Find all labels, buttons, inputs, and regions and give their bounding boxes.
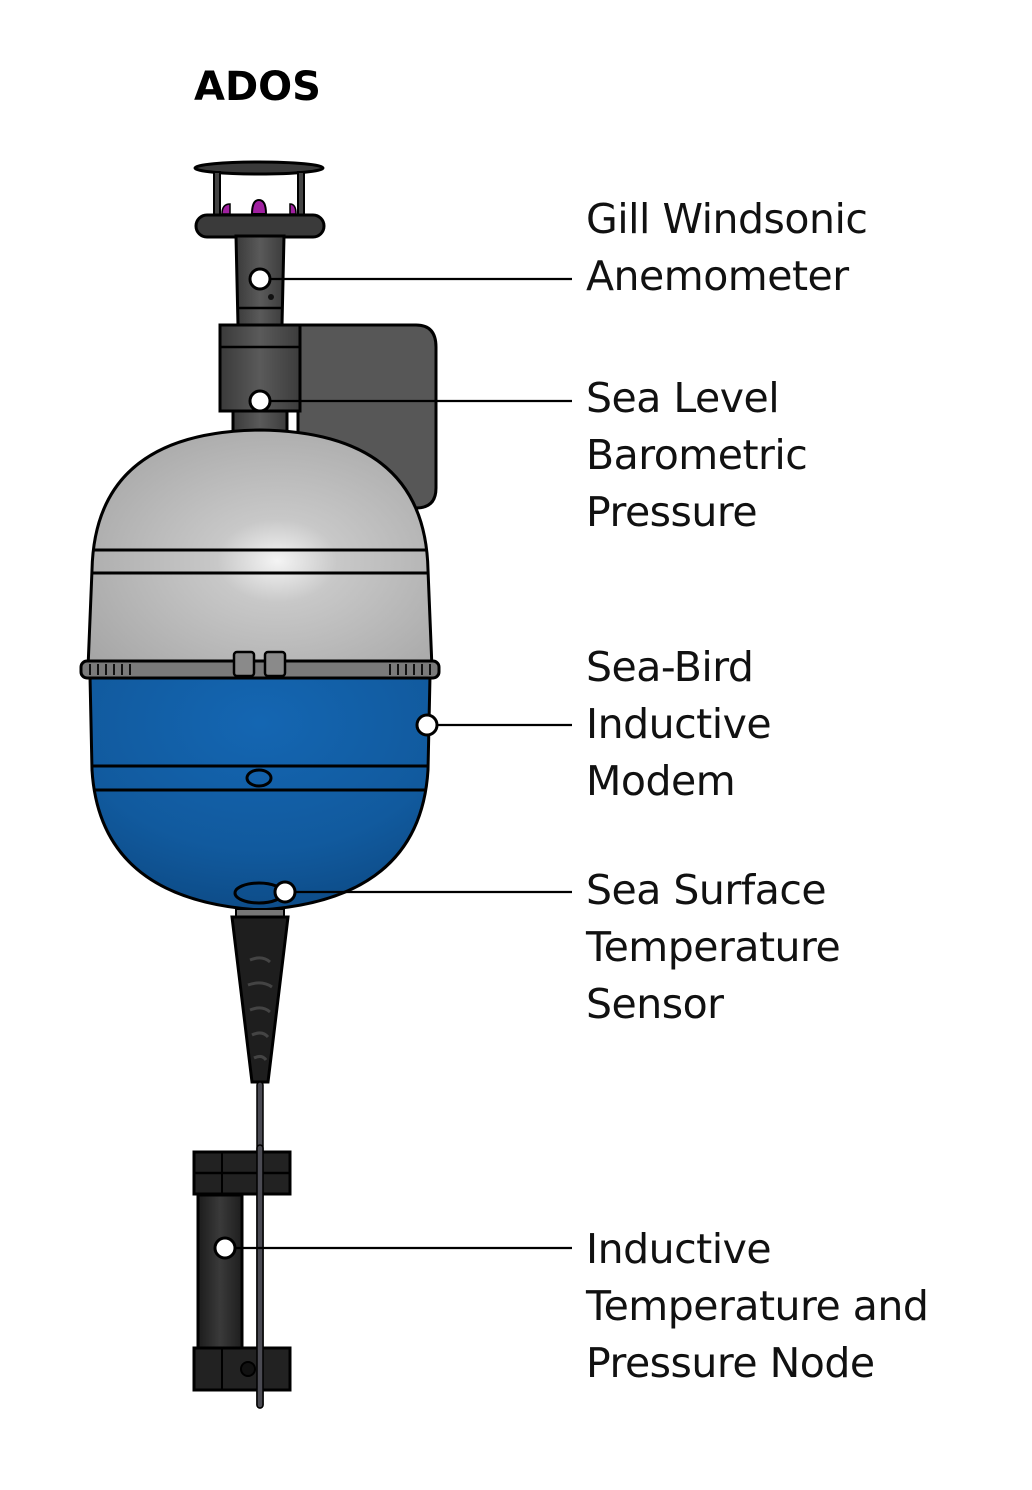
label-anemometer: Gill Windsonic Anemometer — [586, 195, 868, 300]
diagram-title: ADOS — [194, 64, 321, 110]
label-modem: Sea-Bird Inductive Modem — [586, 643, 772, 805]
cable-strain-relief — [230, 908, 290, 1084]
barometer-housing-icon — [218, 323, 302, 437]
lower-hull — [88, 674, 432, 912]
label-sst: Sea Surface Temperature Sensor — [586, 866, 841, 1028]
callout-dot-sst — [273, 880, 297, 904]
anemometer-icon — [193, 160, 326, 327]
callout-dot-anemometer — [248, 267, 272, 291]
inductive-node-icon — [192, 1144, 292, 1409]
callout-dot-barometer — [248, 389, 272, 413]
hull-equator-ring — [79, 650, 441, 680]
callout-dot-modem — [415, 713, 439, 737]
label-barometer: Sea Level Barometric Pressure — [586, 374, 808, 536]
label-node: Inductive Temperature and Pressure Node — [586, 1225, 929, 1387]
callout-dot-node — [213, 1236, 237, 1260]
upper-hull — [86, 428, 434, 670]
